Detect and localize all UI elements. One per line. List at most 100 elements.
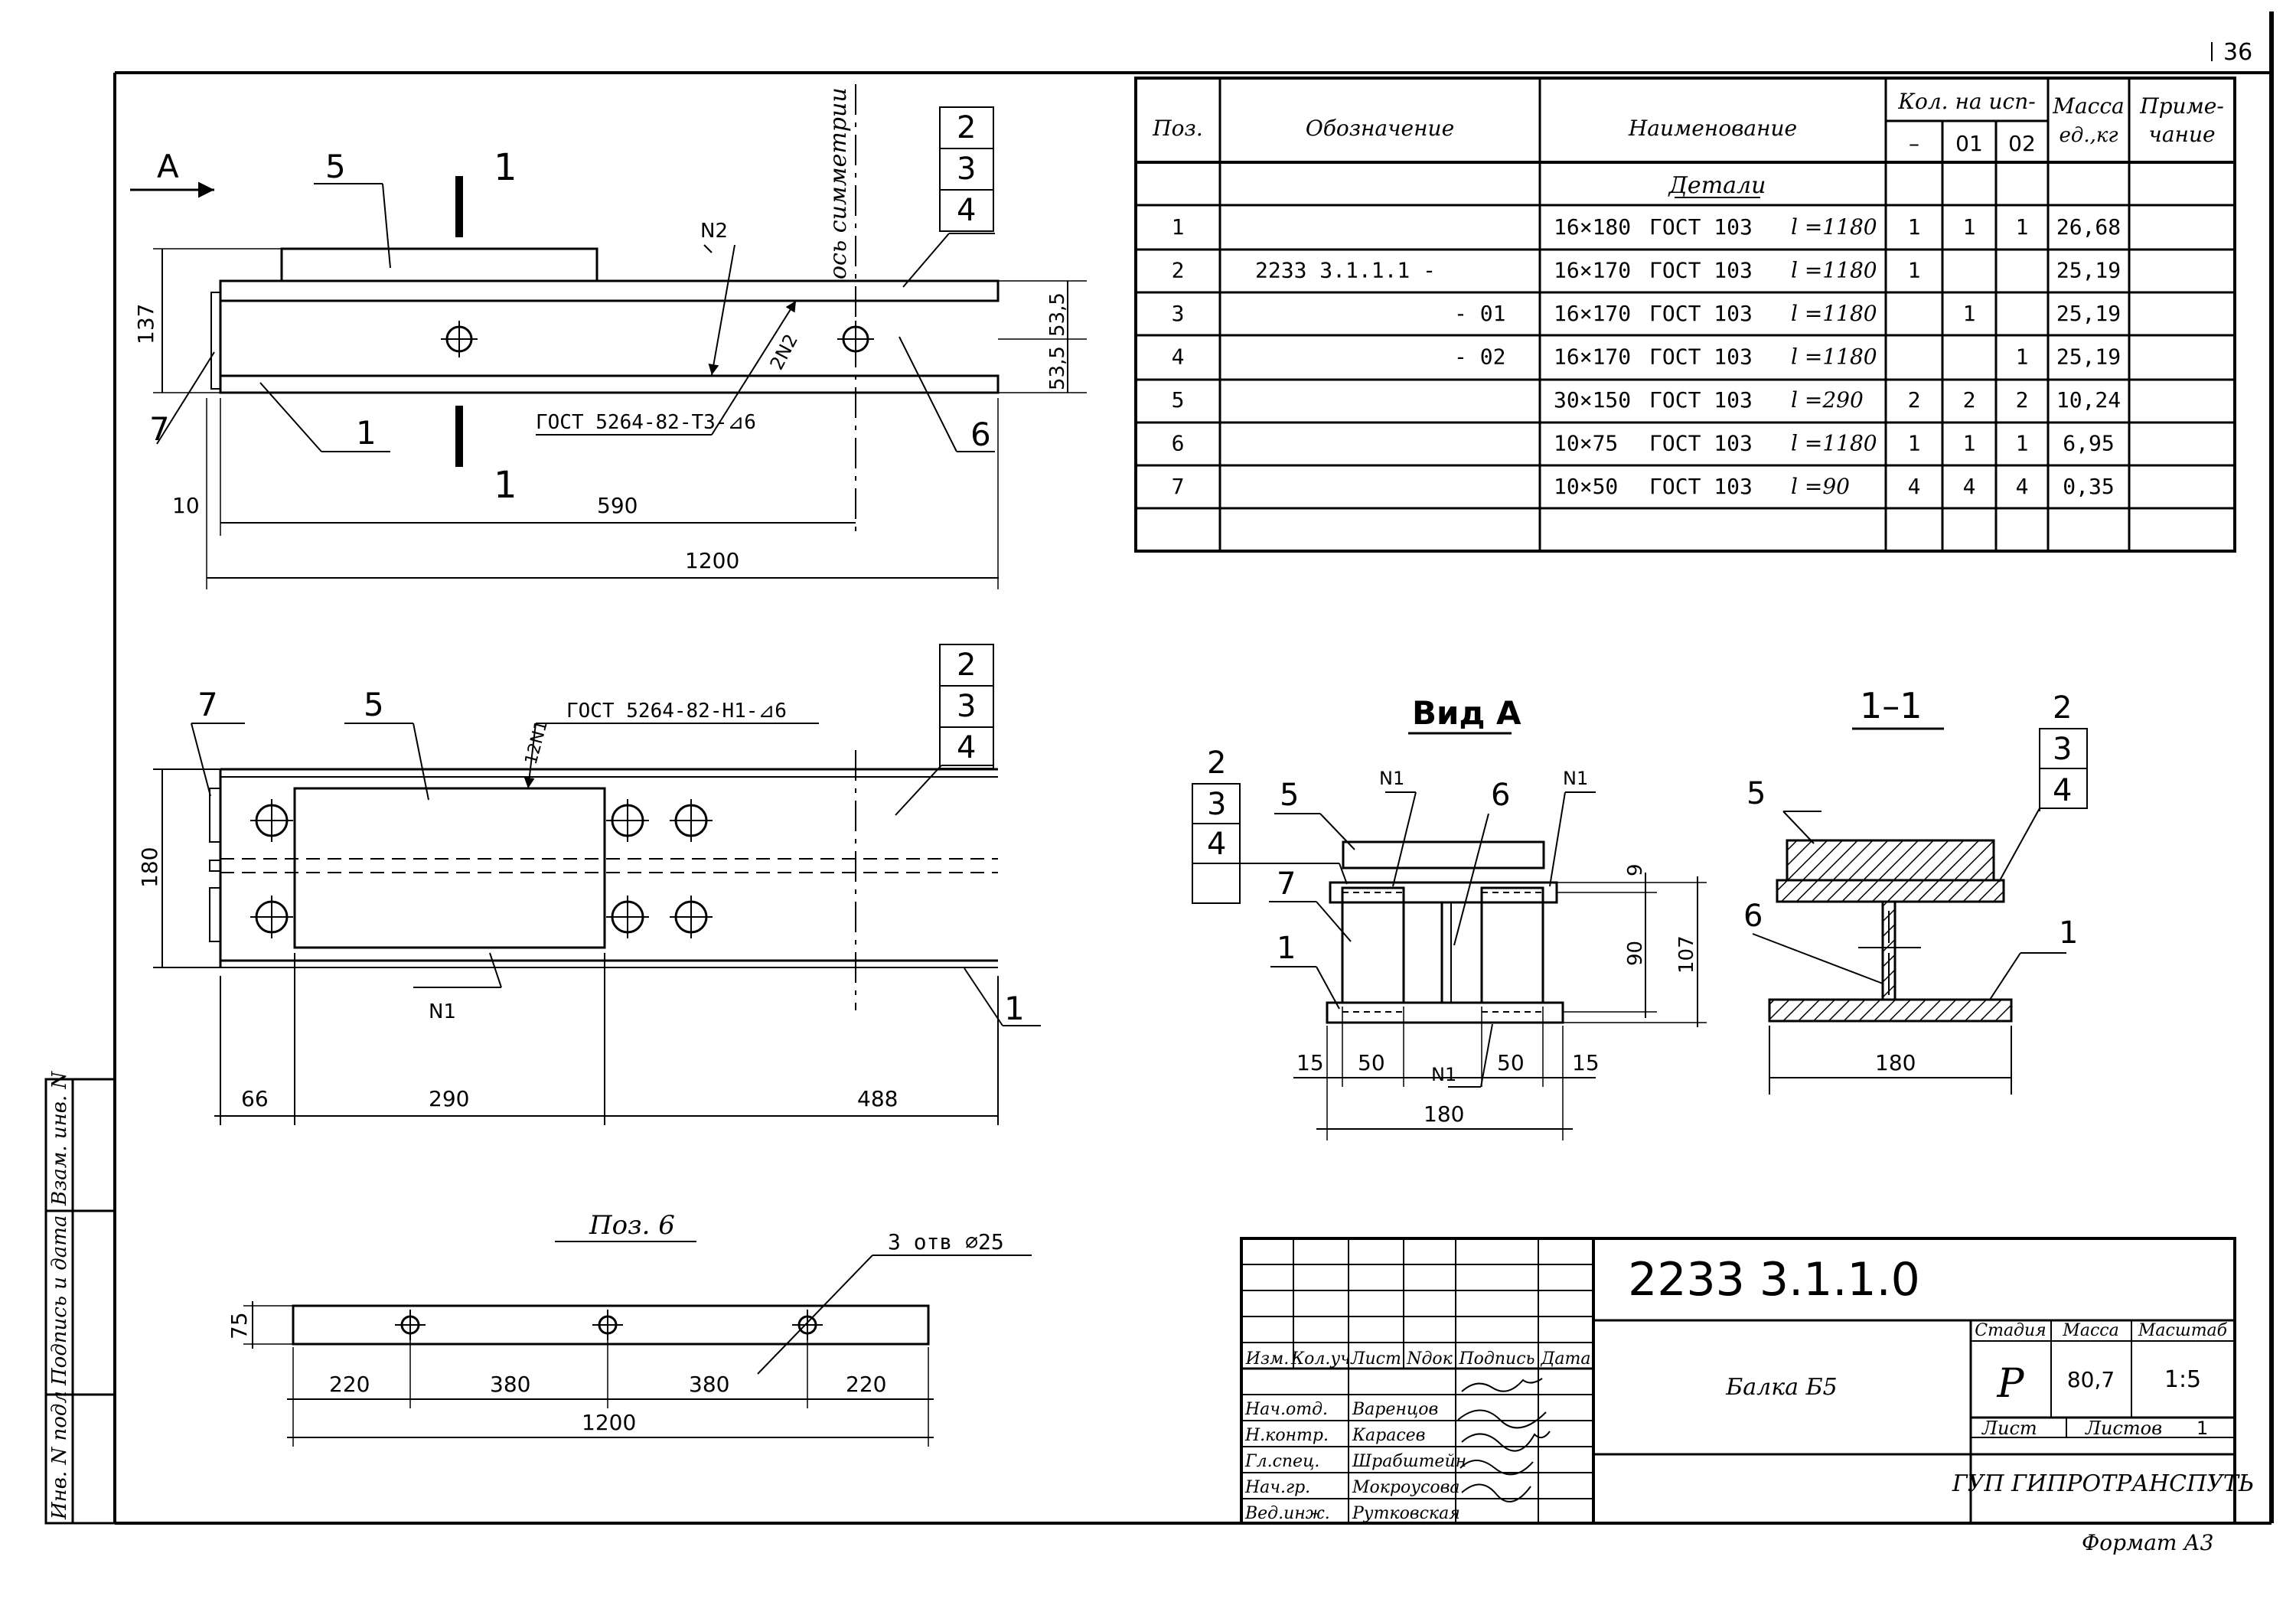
spec-cell-q2: 1 [2016,344,2029,370]
view-a-callout-1: 1 [1277,931,1296,966]
signatures [1457,1378,1551,1502]
section-title-details: Детали [1668,172,1766,199]
pos6-dim-220-right: 220 [846,1372,886,1397]
col-qty-base: – [1909,131,1919,156]
page-number: 36 [2223,39,2252,66]
tb-role: Нач.отд. [1244,1400,1328,1419]
col-mass: Масса [2052,93,2124,119]
view-a-dim-107: 107 [1675,935,1698,974]
plan-callout-7: 7 [197,686,218,723]
tb-sheets: 1 [2197,1418,2208,1439]
tb-col-izm: Изм. [1245,1349,1289,1369]
view-a-weld-n1-right: N1 [1563,768,1588,789]
side-callout-1: 1 [356,414,377,452]
tb-person: Рутковская [1352,1504,1460,1523]
section-callout-3: 3 [2053,732,2072,767]
plan-dim-180: 180 [137,847,162,888]
tb-stage-label: Стадия [1975,1321,2047,1340]
spec-cell-pos: 4 [1172,344,1185,370]
tb-person: Варенцов [1352,1400,1438,1419]
spec-cell-pos: 2 [1172,258,1185,283]
view-a-dim-15-left: 15 [1296,1050,1324,1075]
pos6-dim-220-left: 220 [329,1372,370,1397]
spec-cell-q1: 1 [1963,431,1976,456]
spec-cell-designation: - 02 [1454,344,1505,370]
spec-cell-designation: - 01 [1454,301,1505,326]
dim-53-5-bottom: 53,5 [1046,346,1069,390]
weld-note-t3: ГОСТ 5264-82-Т3-⊿6 [536,411,756,434]
tb-mass-label: Масса [2062,1321,2118,1340]
col-pos: Поз. [1152,116,1202,141]
spec-cell-pos: 6 [1172,431,1185,456]
spec-cell-l: l =290 [1791,387,1864,413]
title-block [1240,1237,2236,1525]
tb-col-podpis: Подпись [1458,1349,1534,1369]
spec-cell-std: ГОСТ 103 [1649,301,1753,326]
tb-person: Карасев [1352,1426,1426,1445]
col-name: Наименование [1628,116,1797,141]
spec-cell-l: l =1180 [1791,344,1877,370]
side-callout-7: 7 [149,410,170,448]
spec-cell-q0: 4 [1908,474,1921,499]
view-a-dim-180: 180 [1424,1101,1464,1127]
view-a [1192,732,1707,1140]
plan-view [209,750,998,1010]
spec-cell-mass: 25,19 [2056,301,2121,326]
tb-col-ndok: Nдок [1406,1349,1453,1369]
view-a-callout-2: 2 [1207,746,1226,781]
spec-cell-mass: 25,19 [2056,344,2121,370]
spec-cell-std: ГОСТ 103 [1649,431,1753,456]
spec-cell-q0: 1 [1908,258,1921,283]
col-note-2: чание [2148,122,2215,147]
pos6-dim-75: 75 [227,1312,252,1339]
tb-role: Вед.инж. [1244,1504,1330,1523]
spec-cell-std: ГОСТ 103 [1649,214,1753,240]
spec-cell-q2: 2 [2016,387,2029,413]
col-mass-unit: ед.,кг [2059,124,2118,147]
section-callout-1: 1 [2059,915,2078,951]
view-a-callout-6: 6 [1491,778,1510,813]
plan-weld-note-h1: ГОСТ 5264-82-Н1-⊿6 [566,700,787,723]
view-a-dim-50-right: 50 [1497,1050,1525,1075]
stamp-vzam-inv: Взам. инв. N [48,1071,71,1206]
side-callout-4: 4 [957,193,976,228]
dim-1200: 1200 [685,548,739,573]
pos6-dim-1200: 1200 [582,1410,636,1435]
col-qty: Кол. на исп- [1897,89,2035,114]
view-a-callout-5: 5 [1280,778,1299,813]
view-a-title: Вид А [1412,694,1521,732]
spec-cell-mass: 10,24 [2056,387,2121,413]
tb-mass: 80,7 [2067,1367,2115,1392]
spec-cell-size: 16×170 [1554,301,1631,326]
plan-callout-4: 4 [957,730,976,765]
stamp-inv-podl: Инв. N подл [48,1391,71,1520]
weld-2n2: 2N2 [766,331,802,374]
plan-callout-2: 2 [957,648,976,683]
side-callout-5: 5 [325,148,346,185]
tb-sheets-label: Листов [2085,1418,2162,1439]
dim-10: 10 [172,493,200,518]
view-a-dim-15-right: 15 [1572,1050,1600,1075]
section-callout-4: 4 [2053,773,2072,808]
section-mark-bottom: 1 [494,464,517,507]
side-stamp [44,1078,116,1525]
plan-weld-n1: N1 [429,1000,456,1023]
spec-cell-q1: 1 [1963,214,1976,240]
spec-cell-std: ГОСТ 103 [1649,474,1753,499]
col-qty-01: 01 [1955,131,1983,156]
title-block-name: Балка Б5 [1725,1374,1838,1401]
spec-cell-pos: 7 [1172,474,1185,499]
spec-cell-q0: 1 [1908,431,1921,456]
col-qty-02: 02 [2008,131,2036,156]
dim-590: 590 [597,493,638,518]
view-a-weld-n1-left: N1 [1379,768,1404,789]
view-a-dim-90: 90 [1624,941,1647,966]
spec-cell-pos: 5 [1172,387,1185,413]
spec-cell-size: 30×150 [1554,387,1631,413]
tb-person: Мокроусова [1352,1478,1460,1497]
spec-cell-size: 10×75 [1554,431,1618,456]
spec-cell-size: 10×50 [1554,474,1618,499]
view-arrow-label: А [157,148,179,185]
view-a-dim-9: 9 [1624,863,1647,876]
plan-weld-12n1: 12N1 [522,719,552,767]
